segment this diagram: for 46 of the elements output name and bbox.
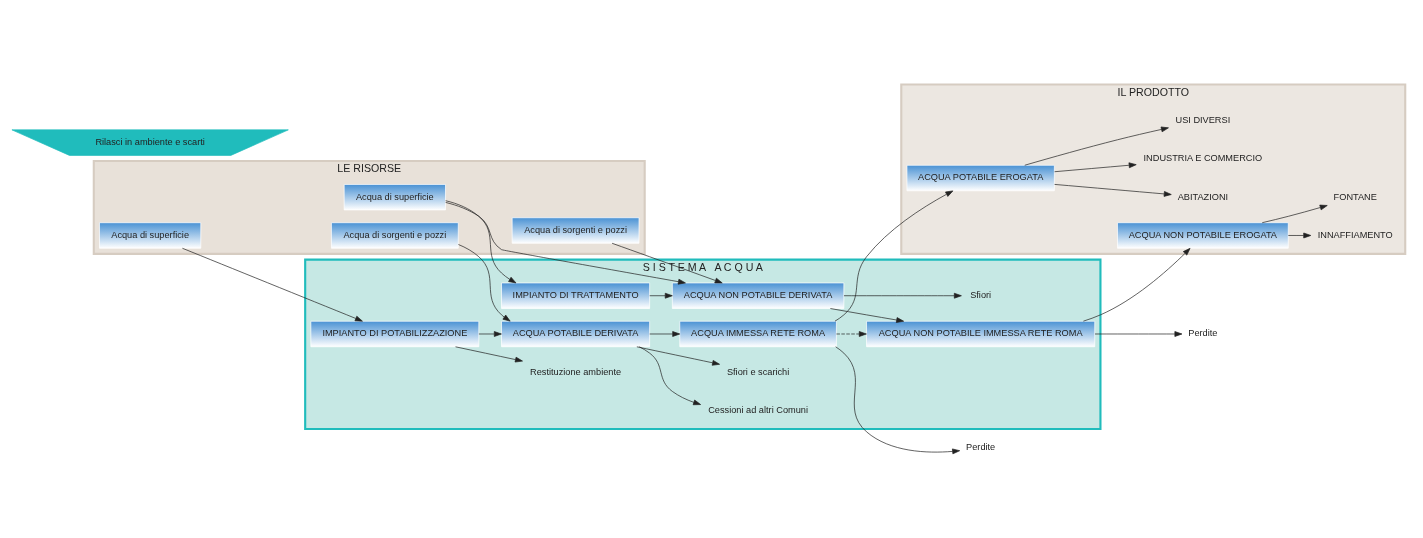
node-text: Cessioni ad altri Comuni [708, 404, 808, 415]
node-box: Acqua di superficie [343, 183, 446, 210]
node-box: Acqua di sorgenti e pozzi [511, 216, 640, 244]
node-box: Acqua di sorgenti e pozzi [331, 221, 459, 249]
arrow [834, 190, 954, 322]
arrow [638, 345, 701, 405]
node-box: Acqua di superficie [99, 221, 202, 249]
node-text: Perdite [966, 441, 996, 452]
arrow [835, 345, 961, 454]
arrow [836, 330, 867, 337]
arrow [455, 345, 523, 362]
arrow [445, 199, 517, 283]
arrow [611, 242, 723, 283]
arrow [1054, 161, 1137, 172]
arrow [830, 307, 905, 323]
arrow [458, 243, 511, 321]
node-box: ACQUA IMMESSA RETE ROMA [679, 320, 837, 347]
node-text: Sfiori e scarichi [726, 366, 790, 377]
node-text: Restituzione ambiente [530, 366, 622, 377]
arrow [1094, 330, 1183, 337]
node-box: ACQUA NON POTABILE DERIVATA [672, 282, 845, 309]
node-text: Sfiori [970, 289, 992, 300]
node-text: FONTANE [1333, 191, 1377, 202]
node-box: ACQUA POTABILE EROGATA [906, 164, 1055, 191]
arrow [649, 330, 681, 337]
node-box: ACQUA POTABILE DERIVATA [501, 320, 650, 347]
arrow [649, 292, 673, 299]
arrow [478, 330, 502, 337]
node-text: INDUSTRIA E COMMERCIO [1143, 152, 1263, 163]
arrow [445, 201, 686, 284]
node-box: IMPIANTO DI TRATTAMENTO [501, 282, 650, 309]
node-box: ACQUA NON POTABILE IMMESSA RETE ROMA [866, 320, 1096, 347]
node-text: USI DIVERSI [1175, 114, 1231, 125]
arrow [1054, 183, 1172, 197]
node-box: IMPIANTO DI POTABILIZZAZIONE [310, 320, 480, 347]
node-text: Perdite [1188, 327, 1218, 338]
arrow [1261, 204, 1328, 223]
node-box: ACQUA NON POTABILE EROGATA [1117, 221, 1289, 249]
arrow [843, 292, 962, 299]
arrow [1024, 126, 1169, 166]
arrow [1287, 232, 1312, 238]
arrow [182, 247, 363, 321]
arrow [636, 345, 720, 366]
node-text: INNAFFIAMENTO [1317, 229, 1393, 240]
node-text: ABITAZIONI [1177, 191, 1229, 202]
arrow [1083, 247, 1191, 322]
